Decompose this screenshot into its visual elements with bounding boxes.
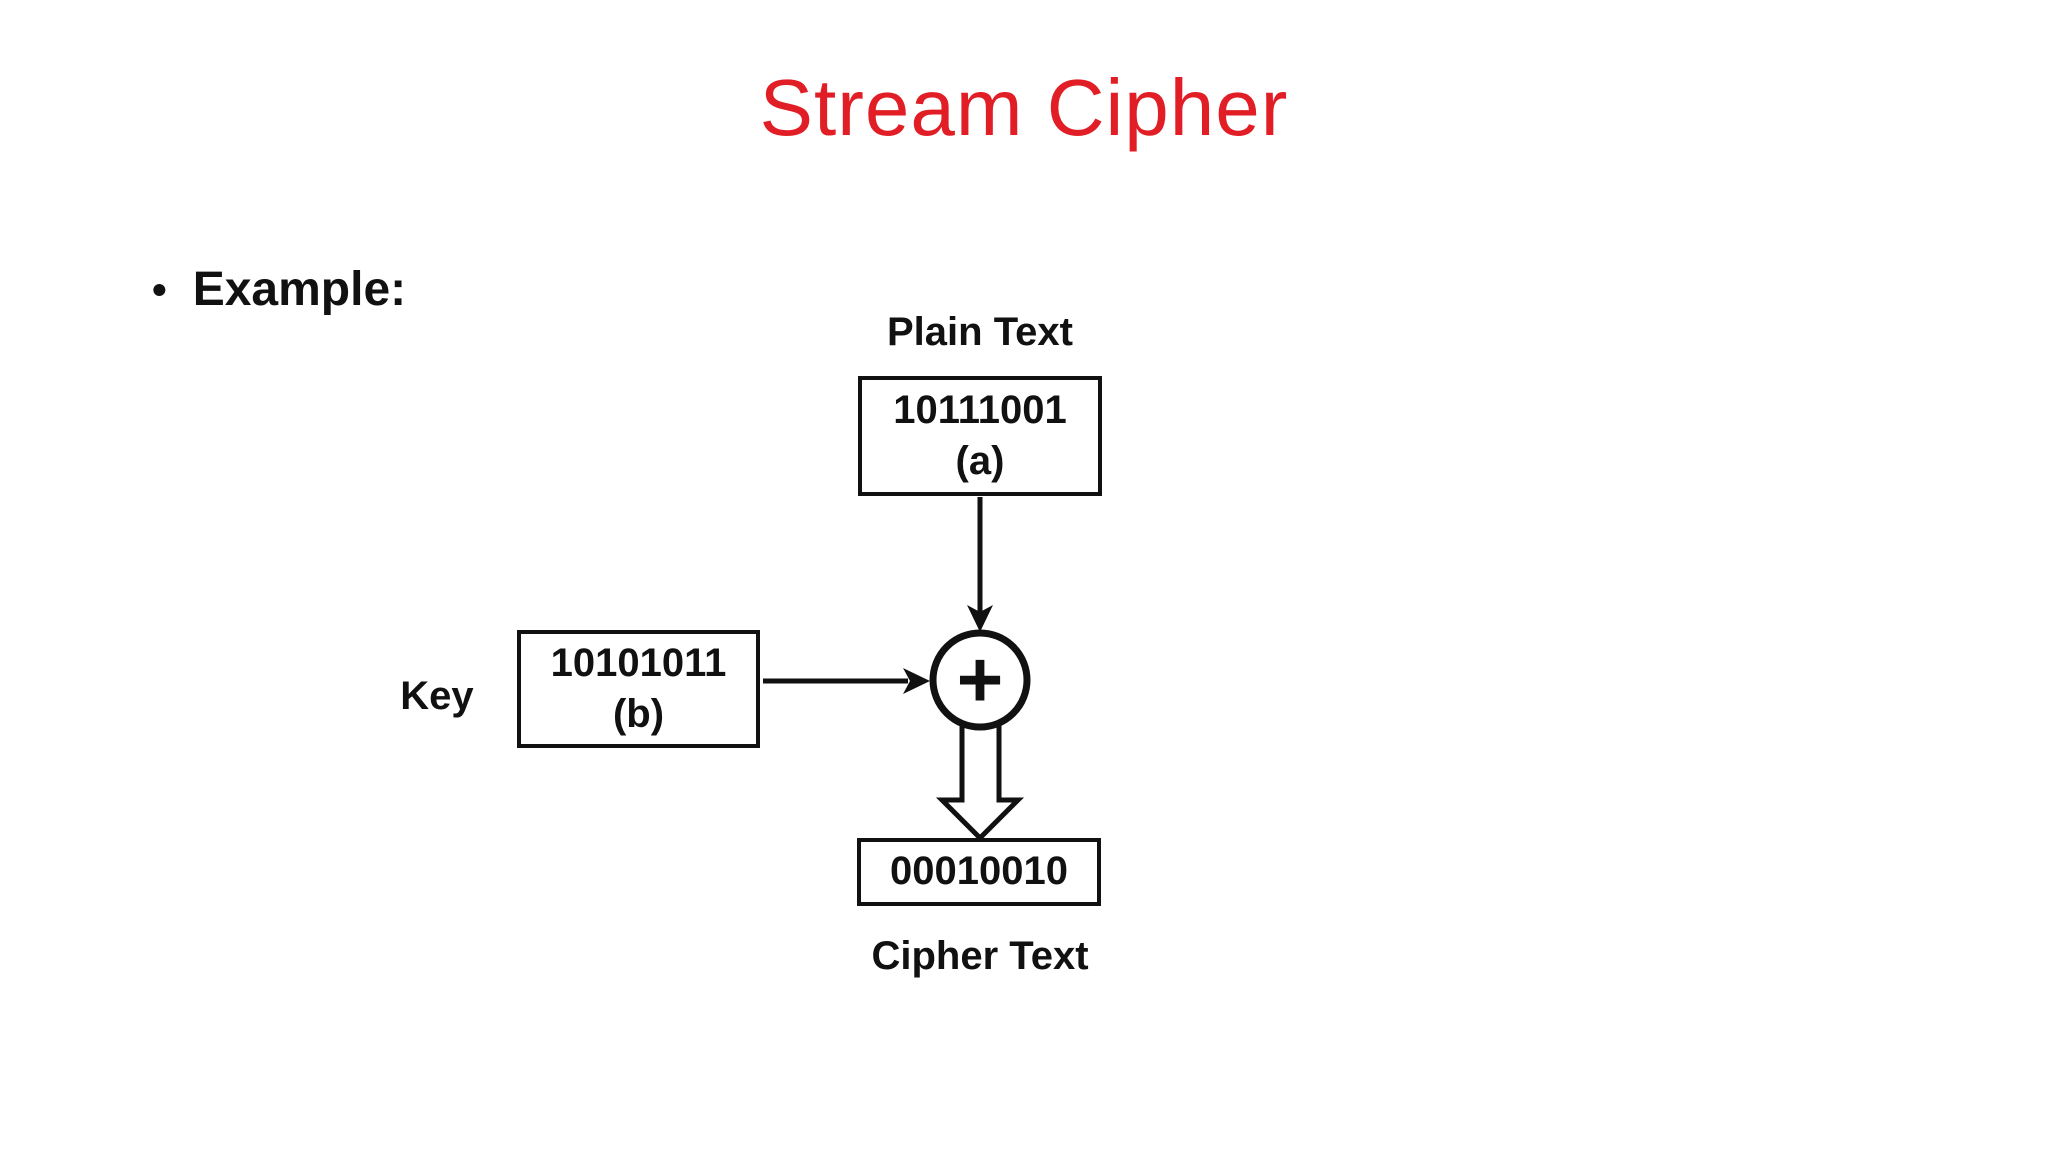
plain-to-xor-arrowhead <box>967 605 993 632</box>
plain-text-tag: (a) <box>955 439 1005 483</box>
bullet-icon: • <box>152 265 167 313</box>
plain-text-value: 10111001 <box>893 387 1067 432</box>
key-tag: (b) <box>612 692 665 736</box>
key-label: Key <box>400 674 474 718</box>
cipher-text-label: Cipher Text <box>871 934 1089 978</box>
key-value: 10101011 <box>550 640 727 685</box>
plain-text-label: Plain Text <box>887 310 1073 354</box>
xor-circle <box>929 629 1031 731</box>
key-box: 10101011 (b) <box>517 630 760 748</box>
cipher-text-box: 00010010 <box>857 838 1101 906</box>
plain-text-box: 10111001 (a) <box>858 376 1102 496</box>
example-bullet-line: • Example: <box>152 262 406 317</box>
example-label: Example: <box>192 263 407 316</box>
xor-to-cipher-block-arrow <box>935 709 1025 842</box>
key-to-xor-arrowhead <box>903 668 930 694</box>
slide-title: Stream Cipher <box>759 63 1289 152</box>
xor-plus-symbol: + <box>956 635 1004 724</box>
cipher-text-value: 00010010 <box>890 849 1068 894</box>
